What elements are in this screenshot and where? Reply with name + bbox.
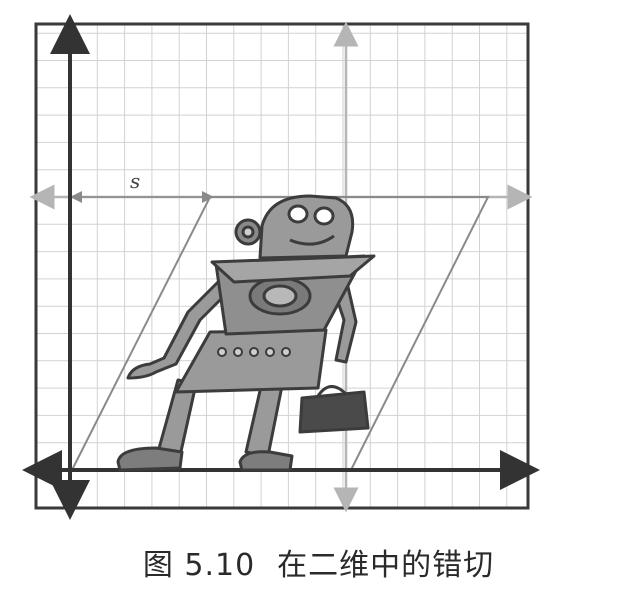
shear-label: s: [130, 169, 140, 193]
caption-text: 在二维中的错切: [277, 548, 495, 583]
caption-number: 图 5.10: [142, 548, 256, 583]
figure-caption: 图 5.10 在二维中的错切: [0, 540, 637, 590]
robot-illustration: [116, 194, 376, 472]
figure-frame: [34, 22, 530, 510]
